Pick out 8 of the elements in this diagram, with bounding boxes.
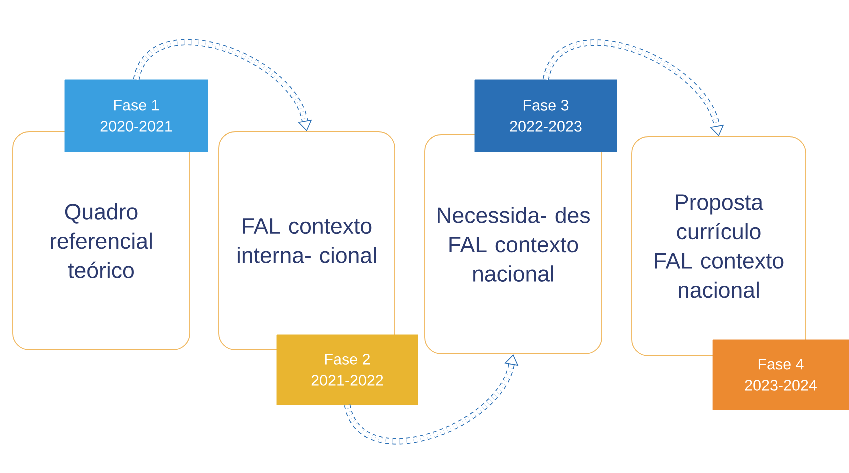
phase-label: Fase 4 2023-2024: [712, 340, 849, 410]
phase-label: Fase 1 2020-2021: [64, 80, 208, 152]
stage-box: FAL contexto interna- cional: [218, 132, 396, 350]
stage-box: Quadro referencial teórico: [12, 132, 190, 350]
phase-label: Fase 3 2022-2023: [474, 80, 618, 152]
stage-box: Proposta currículo FAL contexto nacional: [632, 136, 806, 356]
stage-box: Necessida- des FAL contexto nacional: [424, 134, 602, 354]
phase-label: Fase 2 2021-2022: [276, 334, 418, 406]
